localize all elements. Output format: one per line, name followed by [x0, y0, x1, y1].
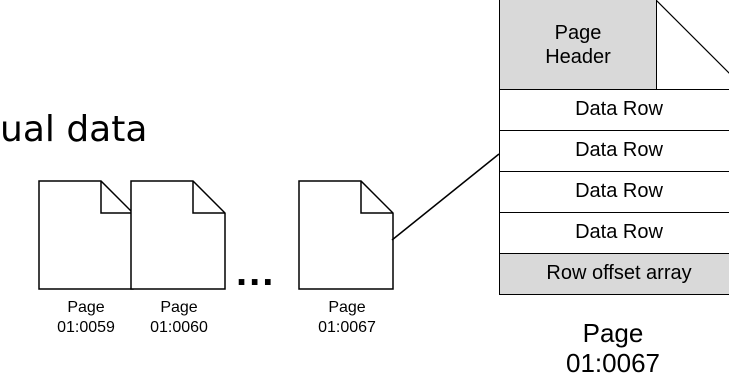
page-caption-2: Page 01:0060 [124, 298, 234, 338]
page-caption-2-label: Page [160, 299, 198, 316]
row-offset-array: Row offset array [499, 253, 729, 295]
diagram-title: ual data [0, 109, 148, 150]
ellipsis: ... [236, 250, 276, 294]
page-structure-caption: Page 01:0067 [538, 318, 688, 378]
page-caption-3-id: 01:0067 [318, 319, 376, 336]
data-row: Data Row [499, 171, 729, 213]
page-header-cell: Page Header [499, 0, 657, 90]
data-row-label: Data Row [575, 139, 663, 161]
page-icon-3 [298, 180, 394, 290]
page-structure-caption-label: Page [582, 318, 644, 348]
row-offset-array-label: Row offset array [546, 262, 692, 284]
data-row: Data Row [499, 89, 729, 131]
page-caption-1-id: 01:0059 [57, 319, 115, 336]
page-caption-2-id: 01:0060 [150, 319, 208, 336]
data-row: Data Row [499, 130, 729, 172]
data-row-label: Data Row [575, 221, 663, 243]
page-caption-3-label: Page [328, 299, 366, 316]
data-row-label: Data Row [575, 98, 663, 120]
page-structure: Page Header Data Row Data Row Data Row D… [499, 0, 729, 308]
data-row-label: Data Row [575, 180, 663, 202]
page-icon-2 [130, 180, 226, 290]
page-caption-1-label: Page [67, 299, 105, 316]
page-structure-caption-id: 01:0067 [566, 348, 660, 378]
connector-line-bottom [392, 240, 499, 300]
page-header-label: Page Header [545, 21, 611, 68]
page-caption-3: Page 01:0067 [292, 298, 402, 338]
page-icon-1 [38, 180, 134, 290]
data-row: Data Row [499, 212, 729, 254]
page-caption-1: Page 01:0059 [31, 298, 141, 338]
connector-line-top [391, 153, 500, 241]
page-fold-corner [656, 0, 729, 74]
